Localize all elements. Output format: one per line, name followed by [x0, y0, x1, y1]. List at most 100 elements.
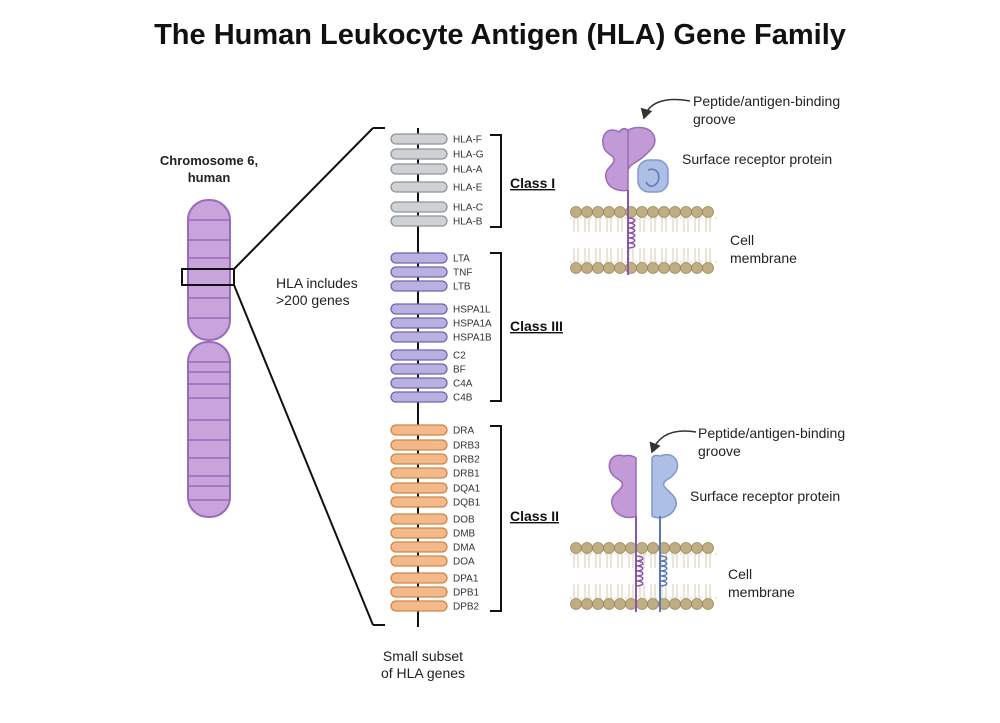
lipid-head	[603, 206, 615, 218]
chromosome-6: Chromosome 6, human	[160, 153, 258, 518]
lipid-tail	[683, 584, 689, 599]
lipid-head	[702, 206, 714, 218]
lipid-head	[570, 262, 582, 274]
gene-label-hla-e: HLA-E	[453, 183, 483, 194]
lipid-head	[603, 598, 615, 610]
page-title: The Human Leukocyte Antigen (HLA) Gene F…	[154, 19, 846, 51]
lipid-head	[647, 206, 659, 218]
lipid-tail	[705, 248, 711, 263]
lipid-head	[669, 206, 681, 218]
lipid-tail	[650, 248, 656, 263]
gene-bar-doa	[390, 555, 448, 567]
membrane-label-bottom-line1: Cell	[728, 566, 752, 582]
gene-label-drb1: DRB1	[453, 469, 480, 480]
subset-note-line2: of HLA genes	[381, 665, 465, 681]
gene-label-dpa1: DPA1	[453, 574, 479, 585]
lipid-tail	[584, 584, 590, 599]
lipid-tail	[705, 584, 711, 599]
gene-bar-hla-g	[390, 148, 448, 160]
gene-bar-drb2	[390, 453, 448, 465]
gene-bar-c2	[390, 349, 448, 361]
class-2-receptor-figure: Peptide/antigen-binding groove Surface r…	[570, 425, 845, 612]
lipid-head	[636, 206, 648, 218]
gene-bar-dmb	[390, 527, 448, 539]
lipid-tail	[694, 248, 700, 263]
lipid-head	[603, 262, 615, 274]
lipid-tail	[705, 217, 711, 232]
receptor-alpha-chain-bottom	[608, 454, 637, 519]
hla-note-line1: HLA includes	[276, 275, 358, 291]
lipid-head	[592, 598, 604, 610]
zoom-lines	[233, 127, 385, 626]
gene-label-c4b: C4B	[453, 393, 473, 404]
lipid-tail	[595, 217, 601, 232]
receptor-beta-chain-bottom	[651, 453, 679, 519]
lipid-head	[691, 206, 703, 218]
transmembrane-helix-beta-bottom	[659, 555, 668, 587]
gene-bar-c4a	[390, 377, 448, 389]
lipid-tail	[617, 553, 623, 568]
lipid-head	[669, 598, 681, 610]
gene-bar-hla-e	[390, 181, 448, 193]
lipid-tail	[661, 217, 667, 232]
lipid-head	[592, 262, 604, 274]
lipid-head	[614, 598, 626, 610]
lipid-head	[680, 542, 692, 554]
gene-label-drb2: DRB2	[453, 455, 480, 466]
lipid-tail	[683, 217, 689, 232]
class-2-label: Class II	[510, 508, 559, 524]
lipid-head	[625, 542, 637, 554]
gene-bar-lta	[390, 252, 448, 264]
lipid-tail	[606, 248, 612, 263]
gene-label-c2: C2	[453, 351, 466, 362]
membrane-label-top-line1: Cell	[730, 232, 754, 248]
gene-label-dob: DOB	[453, 515, 475, 526]
gene-bar-dpb1	[390, 586, 448, 598]
gene-label-drb3: DRB3	[453, 441, 480, 452]
gene-bar-hla-f	[390, 133, 448, 145]
gene-bar-hspa1a	[390, 317, 448, 329]
gene-label-hla-a: HLA-A	[453, 165, 483, 176]
cell-membrane-bottom	[570, 542, 720, 610]
lipid-tail	[573, 553, 579, 568]
lipid-tail	[694, 584, 700, 599]
gene-label-dqb1: DQB1	[453, 498, 481, 509]
lipid-head	[581, 542, 593, 554]
lipid-head	[614, 262, 626, 274]
gene-bar-hspa1b	[390, 331, 448, 343]
lipid-tail	[584, 553, 590, 568]
class-3-label: Class III	[510, 318, 563, 334]
groove-label-bottom-line1: Peptide/antigen-binding	[698, 425, 845, 441]
class-1-bracket	[490, 134, 502, 228]
receptor-beta-domain-top	[637, 159, 669, 193]
lipid-head	[680, 262, 692, 274]
class-3-bracket	[490, 252, 502, 402]
lipid-tail	[595, 584, 601, 599]
lipid-tail	[595, 248, 601, 263]
gene-bar-dma	[390, 541, 448, 553]
gene-label-hla-f: HLA-F	[453, 135, 482, 146]
lipid-tail	[672, 584, 678, 599]
chromosome-label-line2: human	[188, 170, 231, 185]
chromosome-bands	[188, 219, 230, 501]
lipid-tail	[705, 553, 711, 568]
gene-label-bf: BF	[453, 365, 466, 376]
subset-note-line1: Small subset	[383, 648, 463, 664]
gene-bar-tnf	[390, 266, 448, 278]
gene-bar-hla-b	[390, 215, 448, 227]
lipid-head	[636, 262, 648, 274]
gene-bar-c4b	[390, 391, 448, 403]
lipid-head	[592, 542, 604, 554]
lipid-head	[581, 206, 593, 218]
receptor-label-bottom: Surface receptor protein	[690, 488, 840, 504]
gene-label-dpb2: DPB2	[453, 602, 480, 613]
lipid-tail	[628, 584, 634, 599]
lipid-head	[636, 598, 648, 610]
lipid-head	[702, 598, 714, 610]
membrane-lipid-heads-top	[570, 206, 714, 274]
groove-label-top-line2: groove	[693, 111, 736, 127]
